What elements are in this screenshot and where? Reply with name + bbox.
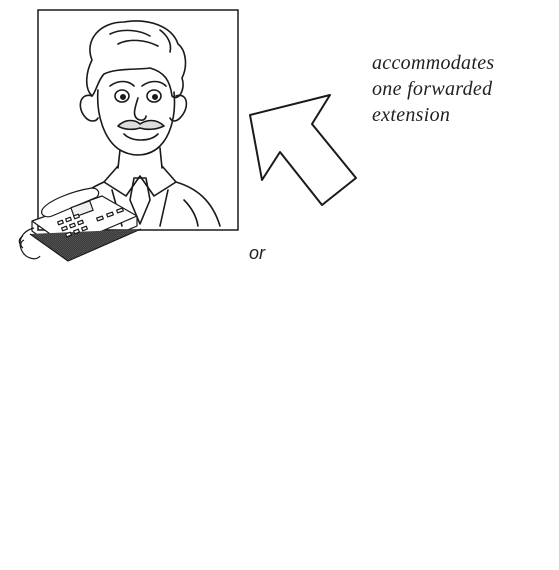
forward-arrow-icon — [250, 95, 356, 205]
caption-line-1: accommodates — [372, 50, 552, 76]
forwarding-caption: accommodates one forwarded extension — [372, 50, 552, 128]
or-label: or — [249, 243, 265, 264]
caption-line-2: one forwarded — [372, 76, 552, 102]
caption-line-3: extension — [372, 102, 552, 128]
